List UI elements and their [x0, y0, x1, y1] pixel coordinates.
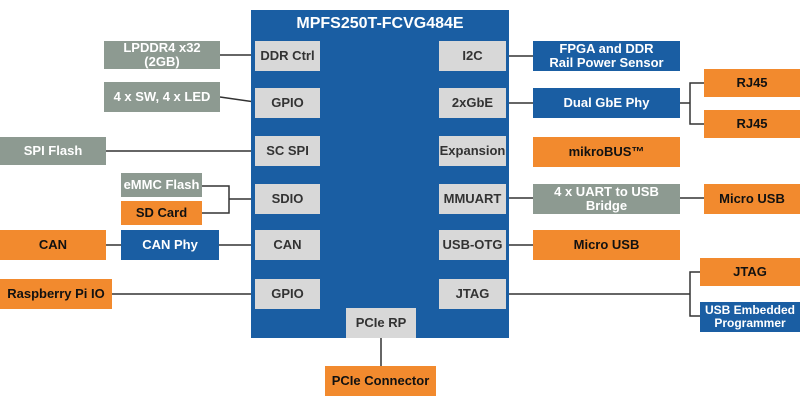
- line-rj45-bracket: [689, 82, 704, 125]
- line-swled-gpio: [219, 96, 256, 103]
- line-emmc-sd-bracket: [202, 185, 230, 214]
- rj45-block-2: RJ45: [704, 110, 800, 138]
- port-sc-spi: SC SPI: [255, 136, 320, 166]
- emmc-flash-block: eMMC Flash: [121, 173, 202, 197]
- chip-title: MPFS250T-FCVG484E: [296, 15, 464, 32]
- power-sensor-block: FPGA and DDR Rail Power Sensor: [533, 41, 680, 71]
- can-block: CAN: [0, 230, 106, 260]
- port-expansion: Expansion: [439, 136, 506, 166]
- port-sdio: SDIO: [255, 184, 320, 214]
- dual-gbe-phy-block: Dual GbE Phy: [533, 88, 680, 118]
- sd-card-block: SD Card: [121, 201, 202, 225]
- port-pcie-rp: PCIe RP: [346, 308, 416, 338]
- raspberry-pi-io-block: Raspberry Pi IO: [0, 279, 112, 309]
- lpddr4-block: LPDDR4 x32 (2GB): [104, 41, 220, 69]
- mikrobus-block: mikroBUS™: [533, 137, 680, 167]
- usb-embedded-programmer-block: USB Embedded Programmer: [700, 302, 800, 332]
- micro-usb-block-2: Micro USB: [533, 230, 680, 260]
- sw-led-block: 4 x SW, 4 x LED: [104, 82, 220, 112]
- port-mmuart: MMUART: [439, 184, 506, 214]
- spi-flash-block: SPI Flash: [0, 137, 106, 165]
- port-can: CAN: [255, 230, 320, 260]
- port-2xgbe: 2xGbE: [439, 88, 506, 118]
- port-jtag: JTAG: [439, 279, 506, 309]
- usb-programmer-line2: Programmer: [714, 316, 786, 330]
- pcie-connector-block: PCIe Connector: [325, 366, 436, 396]
- micro-usb-block-1: Micro USB: [704, 184, 800, 214]
- line-jtag-bracket: [689, 271, 700, 317]
- port-usb-otg: USB-OTG: [439, 230, 506, 260]
- port-gpio-1: GPIO: [255, 88, 320, 118]
- uart-usb-bridge-block: 4 x UART to USB Bridge: [533, 184, 680, 214]
- port-gpio-2: GPIO: [255, 279, 320, 309]
- rj45-block-1: RJ45: [704, 69, 800, 97]
- can-phy-block: CAN Phy: [121, 230, 219, 260]
- power-sensor-line1: FPGA and DDR: [559, 41, 654, 57]
- jtag-block: JTAG: [700, 258, 800, 286]
- port-i2c: I2C: [439, 41, 506, 71]
- power-sensor-line2: Rail Power Sensor: [549, 55, 664, 70]
- port-ddr-ctrl: DDR Ctrl: [255, 41, 320, 71]
- usb-programmer-line1: USB Embedded: [704, 303, 795, 318]
